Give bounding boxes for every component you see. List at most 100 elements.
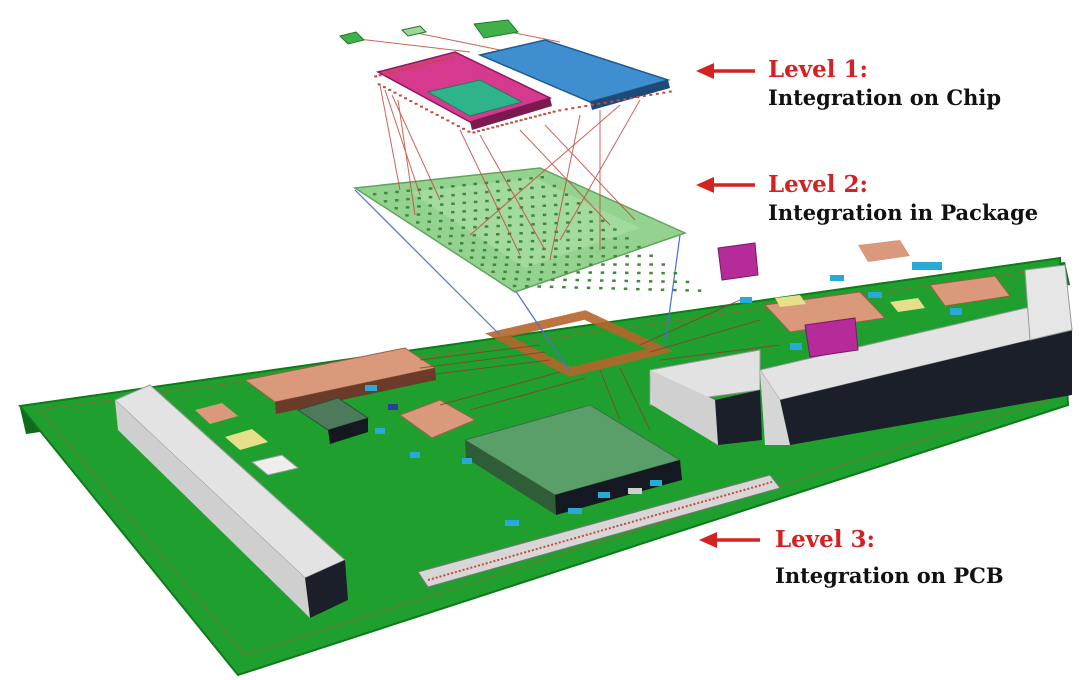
chip-pad bbox=[378, 83, 381, 85]
solder-ball bbox=[538, 285, 542, 288]
solder-ball bbox=[636, 288, 640, 291]
solder-ball bbox=[451, 211, 455, 214]
chip-pad bbox=[394, 92, 397, 94]
solder-ball bbox=[625, 280, 629, 283]
solder-ball bbox=[577, 212, 581, 215]
solder-ball bbox=[450, 227, 454, 230]
solder-ball bbox=[473, 234, 477, 237]
solder-ball bbox=[505, 264, 509, 267]
solder-ball bbox=[600, 279, 604, 282]
chip-pad bbox=[584, 105, 587, 107]
solder-ball bbox=[613, 228, 617, 231]
solder-ball bbox=[472, 242, 476, 245]
solder-ball bbox=[673, 289, 677, 292]
solder-ball bbox=[614, 255, 618, 258]
solder-ball bbox=[417, 205, 421, 208]
solder-ball bbox=[484, 241, 488, 244]
solder-ball bbox=[485, 225, 489, 228]
solder-ball bbox=[428, 213, 432, 216]
solder-ball bbox=[483, 249, 487, 252]
solder-ball bbox=[661, 272, 665, 275]
solder-ball bbox=[527, 278, 531, 281]
chip-pad bbox=[578, 106, 581, 108]
solder-ball bbox=[612, 280, 616, 283]
chip-pad bbox=[432, 61, 435, 63]
solder-ball bbox=[531, 214, 535, 217]
solder-ball bbox=[474, 218, 478, 221]
level-2-description: Integration in Package bbox=[768, 200, 1038, 225]
solder-ball bbox=[637, 246, 641, 249]
solder-ball bbox=[429, 187, 433, 190]
solder-ball bbox=[542, 195, 546, 198]
chip-pad bbox=[392, 71, 395, 73]
chip-pad bbox=[450, 57, 453, 59]
solder-ball bbox=[451, 194, 455, 197]
chip-pad bbox=[524, 118, 527, 120]
solder-ball bbox=[462, 184, 466, 187]
solder-ball bbox=[395, 207, 399, 210]
chip-pad bbox=[597, 103, 600, 105]
chip-pad bbox=[374, 75, 377, 77]
chip-pad bbox=[591, 104, 594, 106]
solder-ball bbox=[625, 246, 629, 249]
chip-pad bbox=[445, 58, 448, 60]
solder-ball bbox=[384, 192, 388, 195]
solder-ball bbox=[518, 256, 522, 259]
solder-ball bbox=[493, 264, 497, 267]
solder-ball bbox=[542, 256, 546, 259]
solder-ball bbox=[497, 216, 501, 219]
chip-pad bbox=[401, 69, 404, 71]
chip-pad bbox=[669, 91, 672, 93]
solder-ball bbox=[624, 288, 628, 291]
chip-pad bbox=[482, 129, 485, 131]
solder-ball bbox=[565, 193, 569, 196]
solder-ball bbox=[565, 263, 569, 266]
chip-pad bbox=[457, 125, 460, 127]
solder-ball bbox=[474, 201, 478, 204]
solder-ball bbox=[625, 272, 629, 275]
solder-ball bbox=[495, 249, 499, 252]
solder-ball bbox=[438, 228, 442, 231]
solder-ball bbox=[590, 255, 594, 258]
chip-pad bbox=[446, 120, 449, 122]
solder-ball bbox=[553, 194, 557, 197]
solder-ball bbox=[507, 179, 511, 182]
solder-ball bbox=[406, 198, 410, 201]
chip-pad bbox=[571, 107, 574, 109]
chip-pad bbox=[539, 114, 542, 116]
solder-ball bbox=[614, 246, 618, 249]
solder-ball bbox=[599, 287, 603, 290]
chip-pad bbox=[419, 64, 422, 66]
solder-ball bbox=[661, 289, 665, 292]
chip-pad bbox=[379, 74, 382, 76]
solder-ball bbox=[625, 255, 629, 257]
solder-ball bbox=[554, 213, 558, 216]
solder-ball bbox=[625, 237, 629, 240]
chip-pad bbox=[396, 70, 399, 72]
solder-ball bbox=[649, 272, 653, 275]
solder-ball bbox=[440, 212, 444, 215]
solder-ball bbox=[440, 186, 444, 189]
solder-ball bbox=[550, 286, 554, 289]
solder-ball bbox=[674, 272, 678, 275]
chip-pad bbox=[467, 131, 470, 133]
solder-ball bbox=[698, 289, 702, 292]
solder-ball bbox=[637, 263, 641, 266]
chip-pad bbox=[548, 112, 551, 114]
solder-ball bbox=[576, 271, 580, 274]
solder-ball bbox=[519, 197, 523, 200]
solder-ball bbox=[673, 281, 677, 284]
solder-ball bbox=[373, 193, 377, 196]
chip-pad bbox=[441, 117, 444, 119]
solder-ball bbox=[507, 241, 511, 244]
solder-ball bbox=[554, 256, 558, 259]
chip-pad bbox=[505, 123, 508, 125]
solder-ball bbox=[613, 237, 617, 240]
solder-ball bbox=[613, 263, 617, 266]
solder-ball bbox=[474, 183, 478, 186]
level-1-title: Level 1: bbox=[768, 56, 868, 83]
solder-ball bbox=[589, 211, 593, 214]
solder-ball bbox=[601, 229, 605, 232]
solder-ball bbox=[578, 255, 582, 257]
solder-ball bbox=[451, 185, 455, 188]
